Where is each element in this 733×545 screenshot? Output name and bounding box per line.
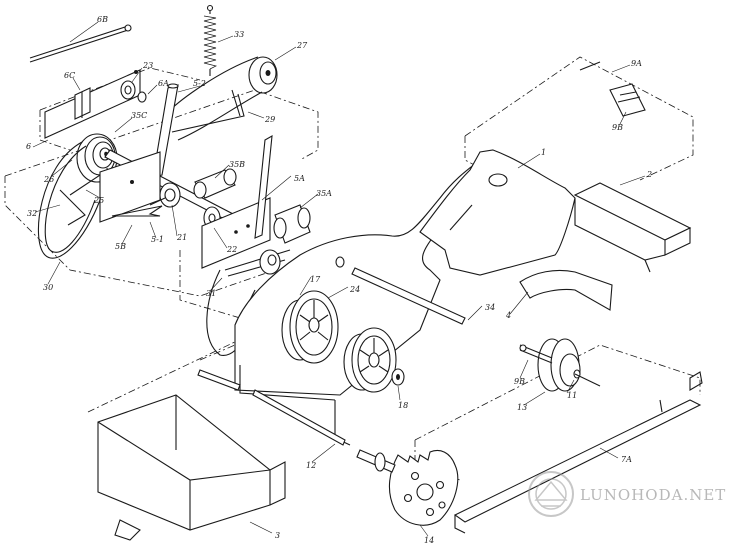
label-35a: 35A <box>316 189 332 198</box>
label-33: 33 <box>234 30 244 39</box>
plate-5a <box>201 134 273 269</box>
label-5b: 5B <box>115 242 126 251</box>
gear-disc-14 <box>356 449 459 526</box>
watermark-text: LUNOHODA.NET <box>580 486 726 504</box>
label-30: 30 <box>43 283 53 292</box>
label-11: 11 <box>567 391 577 400</box>
wheel-18 <box>343 327 405 393</box>
label-6: 6 <box>26 142 31 151</box>
label-13: 13 <box>517 403 527 412</box>
watermark: LUNOHODA.NET <box>528 471 726 517</box>
label-22: 22 <box>226 245 237 254</box>
linkage-31 <box>206 249 291 356</box>
leader-lines <box>32 21 646 537</box>
label-35b: 35B <box>229 160 245 169</box>
label-27: 27 <box>296 41 308 50</box>
part-labels: 6B 33 27 9A 6C 23 6A 5-2 29 35C 9B 6 1 2… <box>26 15 652 545</box>
label-14: 14 <box>424 536 434 545</box>
label-29: 29 <box>264 115 275 124</box>
component-9b <box>579 61 646 117</box>
label-5-1: 5-1 <box>151 235 164 244</box>
label-2: 2 <box>646 170 652 179</box>
label-34: 34 <box>485 303 495 312</box>
cylinder-35a <box>273 204 311 244</box>
label-25: 25 <box>93 196 104 205</box>
label-26: 26 <box>43 175 54 184</box>
pulley-6a <box>137 91 147 103</box>
rod-6b <box>29 24 132 63</box>
label-31: 31 <box>206 289 216 298</box>
label-23: 23 <box>142 61 153 70</box>
left-plate-assembly <box>44 69 141 139</box>
pulley-23 <box>120 80 136 100</box>
rod-34 <box>335 256 466 325</box>
label-6c: 6C <box>64 71 75 80</box>
spring-33 <box>203 4 218 76</box>
label-6b: 6B <box>97 15 108 24</box>
belt-29 <box>167 56 263 141</box>
label-9b-top: 9B <box>612 123 623 132</box>
wheel-17 <box>281 290 339 364</box>
label-9a: 9A <box>631 59 642 68</box>
label-24: 24 <box>349 285 360 294</box>
label-5-2: 5-2 <box>193 79 206 88</box>
label-12: 12 <box>306 461 316 470</box>
pulley-27 <box>248 56 278 94</box>
label-4: 4 <box>505 311 511 320</box>
label-32: 32 <box>27 209 37 218</box>
nut-21 <box>149 182 181 208</box>
label-18: 18 <box>398 401 408 410</box>
rail-7a <box>453 371 703 534</box>
label-6a: 6A <box>158 79 169 88</box>
wedge-5b <box>111 205 163 217</box>
label-35c: 35C <box>131 111 147 120</box>
tray-3 <box>97 394 286 541</box>
deflector-4 <box>519 269 613 311</box>
label-7a: 7A <box>621 455 632 464</box>
label-5a: 5A <box>294 174 305 183</box>
axle-12 <box>197 369 346 446</box>
body-shell-1 <box>419 149 576 276</box>
wheel-13 <box>519 338 601 392</box>
label-17: 17 <box>310 275 321 284</box>
label-1: 1 <box>541 148 546 157</box>
cylinder-35b <box>193 168 237 199</box>
arm-32 <box>59 189 86 226</box>
label-9b-wheel: 9B <box>514 377 525 386</box>
label-3: 3 <box>275 531 280 540</box>
watermark-logo-icon <box>528 471 574 517</box>
label-21: 21 <box>176 233 187 242</box>
tray-2 <box>573 182 692 273</box>
